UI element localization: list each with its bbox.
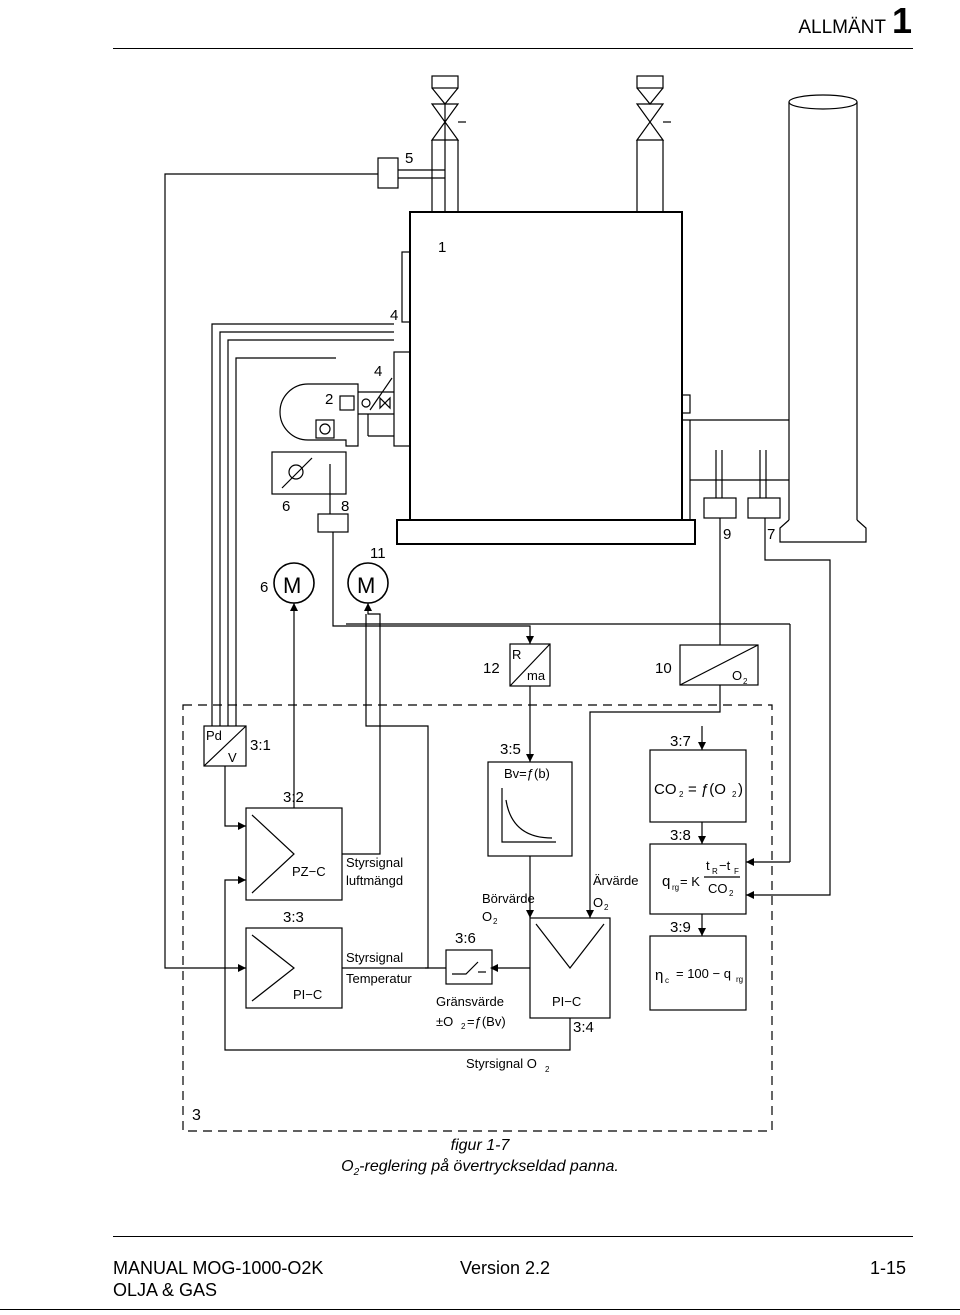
label-3-3: 3:3 (283, 909, 304, 926)
label-tr: t (706, 858, 710, 873)
label-6b: 6 (260, 579, 268, 596)
signal-lines (164, 173, 831, 1051)
label-pic1: PI−C (293, 987, 322, 1002)
label-co2f: CO (654, 781, 677, 798)
fuel-valve-right (635, 75, 671, 212)
bottom-rule (0, 1309, 960, 1310)
label-7: 7 (767, 526, 775, 543)
label-3-2: 3:2 (283, 789, 304, 806)
label-9: 9 (723, 526, 731, 543)
label-pic2: PI−C (552, 994, 581, 1009)
label-co2f3: ) (738, 781, 743, 798)
label-styr2b: Temperatur (346, 971, 412, 986)
label-gransf2: =ƒ(Bv) (467, 1014, 506, 1029)
label-2: 2 (325, 391, 333, 408)
label-qco2: CO (708, 881, 728, 896)
footer-version: Version 2.2 (460, 1258, 551, 1278)
label-tf-sub: F (734, 867, 739, 876)
chimney (779, 94, 867, 543)
o2-control-diagram: 5 1 4 4 2 6 8 9 7 11 6 M M 12 R ma 10 O … (164, 75, 867, 1132)
label-4b: 4 (374, 363, 382, 380)
label-v: V (228, 750, 237, 765)
label-6a: 6 (282, 498, 290, 515)
footer-fuel: OLJA & GAS (113, 1280, 218, 1300)
label-ao2: O (593, 895, 603, 910)
analyzer-10 (679, 644, 759, 686)
label-5: 5 (405, 150, 413, 167)
section-title: ALLMÄNT (798, 17, 886, 38)
limit-block (445, 949, 493, 985)
label-ma: ma (527, 668, 546, 683)
header-rule (113, 48, 913, 49)
figure-caption: O2-reglering på övertryckseldad panna. (0, 1158, 960, 1178)
label-co2f-sub: 2 (732, 790, 737, 799)
label-tminus: −t (719, 858, 731, 873)
label-bo2: O (482, 909, 492, 924)
label-3-4: 3:4 (573, 1019, 594, 1036)
boiler (393, 211, 789, 545)
label-pd: Pd (206, 728, 222, 743)
control-cabinet-3 (182, 704, 773, 1132)
label-borvarde: Börvärde (482, 891, 535, 906)
footer-page: 1-15 (870, 1258, 907, 1278)
motor-11-label: M (357, 573, 375, 598)
label-tr-sub: R (712, 867, 718, 876)
label-11: 11 (370, 545, 386, 562)
figure-number: figur 1-7 (450, 1137, 510, 1154)
label-eta-sub2: rg (736, 975, 743, 984)
label-gransf-sub: 2 (461, 1022, 466, 1031)
label-r: R (512, 647, 521, 662)
section-number: 1 (891, 0, 912, 41)
label-grans: Gränsvärde (436, 994, 504, 1009)
caption-sub: 2 (353, 1167, 360, 1179)
label-3-1: 3:1 (250, 737, 271, 754)
label-etaeq: = 100 − q (676, 966, 731, 981)
label-4a: 4 (390, 307, 398, 324)
label-3-5: 3:5 (500, 741, 521, 758)
fuel-valve-left (430, 75, 466, 212)
label-gransf: ±O (436, 1014, 453, 1029)
label-co2f2: = ƒ(O (688, 781, 726, 798)
label-qrg: q (662, 873, 670, 890)
label-styro2: Styrsignal O (466, 1056, 537, 1071)
label-3-7: 3:7 (670, 733, 691, 750)
label-pzc: PZ−C (292, 864, 326, 879)
footer-rule (113, 1236, 913, 1237)
footer-manual: MANUAL MOG-1000-O2K (113, 1258, 324, 1278)
label-10: 10 (655, 660, 672, 677)
label-qrgeq: = K (680, 874, 700, 889)
label-ao2-sub: 2 (604, 903, 609, 912)
label-3-9: 3:9 (670, 919, 691, 936)
caption-text: -reglering på övertryckseldad panna. (359, 1158, 619, 1175)
co2-function-block (649, 749, 747, 823)
label-o2: O (732, 668, 742, 683)
label-qco2-sub: 2 (729, 889, 734, 898)
label-o2-sub: 2 (743, 677, 748, 686)
label-12: 12 (483, 660, 500, 677)
label-3-8: 3:8 (670, 827, 691, 844)
label-3: 3 (192, 1107, 201, 1124)
sensor-5 (377, 157, 399, 189)
label-eta: η (655, 967, 663, 984)
flue-loss-block (649, 843, 747, 915)
label-qrg-sub: rg (672, 883, 679, 892)
label-styr1b: luftmängd (346, 873, 403, 888)
label-eta-sub: c (665, 976, 669, 985)
label-1: 1 (438, 239, 446, 256)
motor-6-label: M (283, 573, 301, 598)
label-3-6: 3:6 (455, 930, 476, 947)
label-arvarde: Ärvärde (593, 873, 639, 888)
label-styr1a: Styrsignal (346, 855, 403, 870)
label-co2-sub: 2 (679, 790, 684, 799)
efficiency-block (649, 935, 747, 1011)
label-8: 8 (341, 498, 349, 515)
label-bo2-sub: 2 (493, 917, 498, 926)
label-bv: Bv=ƒ(b) (504, 766, 550, 781)
burner-fan (271, 377, 394, 533)
label-styro2-sub: 2 (545, 1065, 550, 1074)
label-styr2a: Styrsignal (346, 950, 403, 965)
arrowheads (238, 603, 754, 972)
caption-o: O (341, 1158, 354, 1175)
